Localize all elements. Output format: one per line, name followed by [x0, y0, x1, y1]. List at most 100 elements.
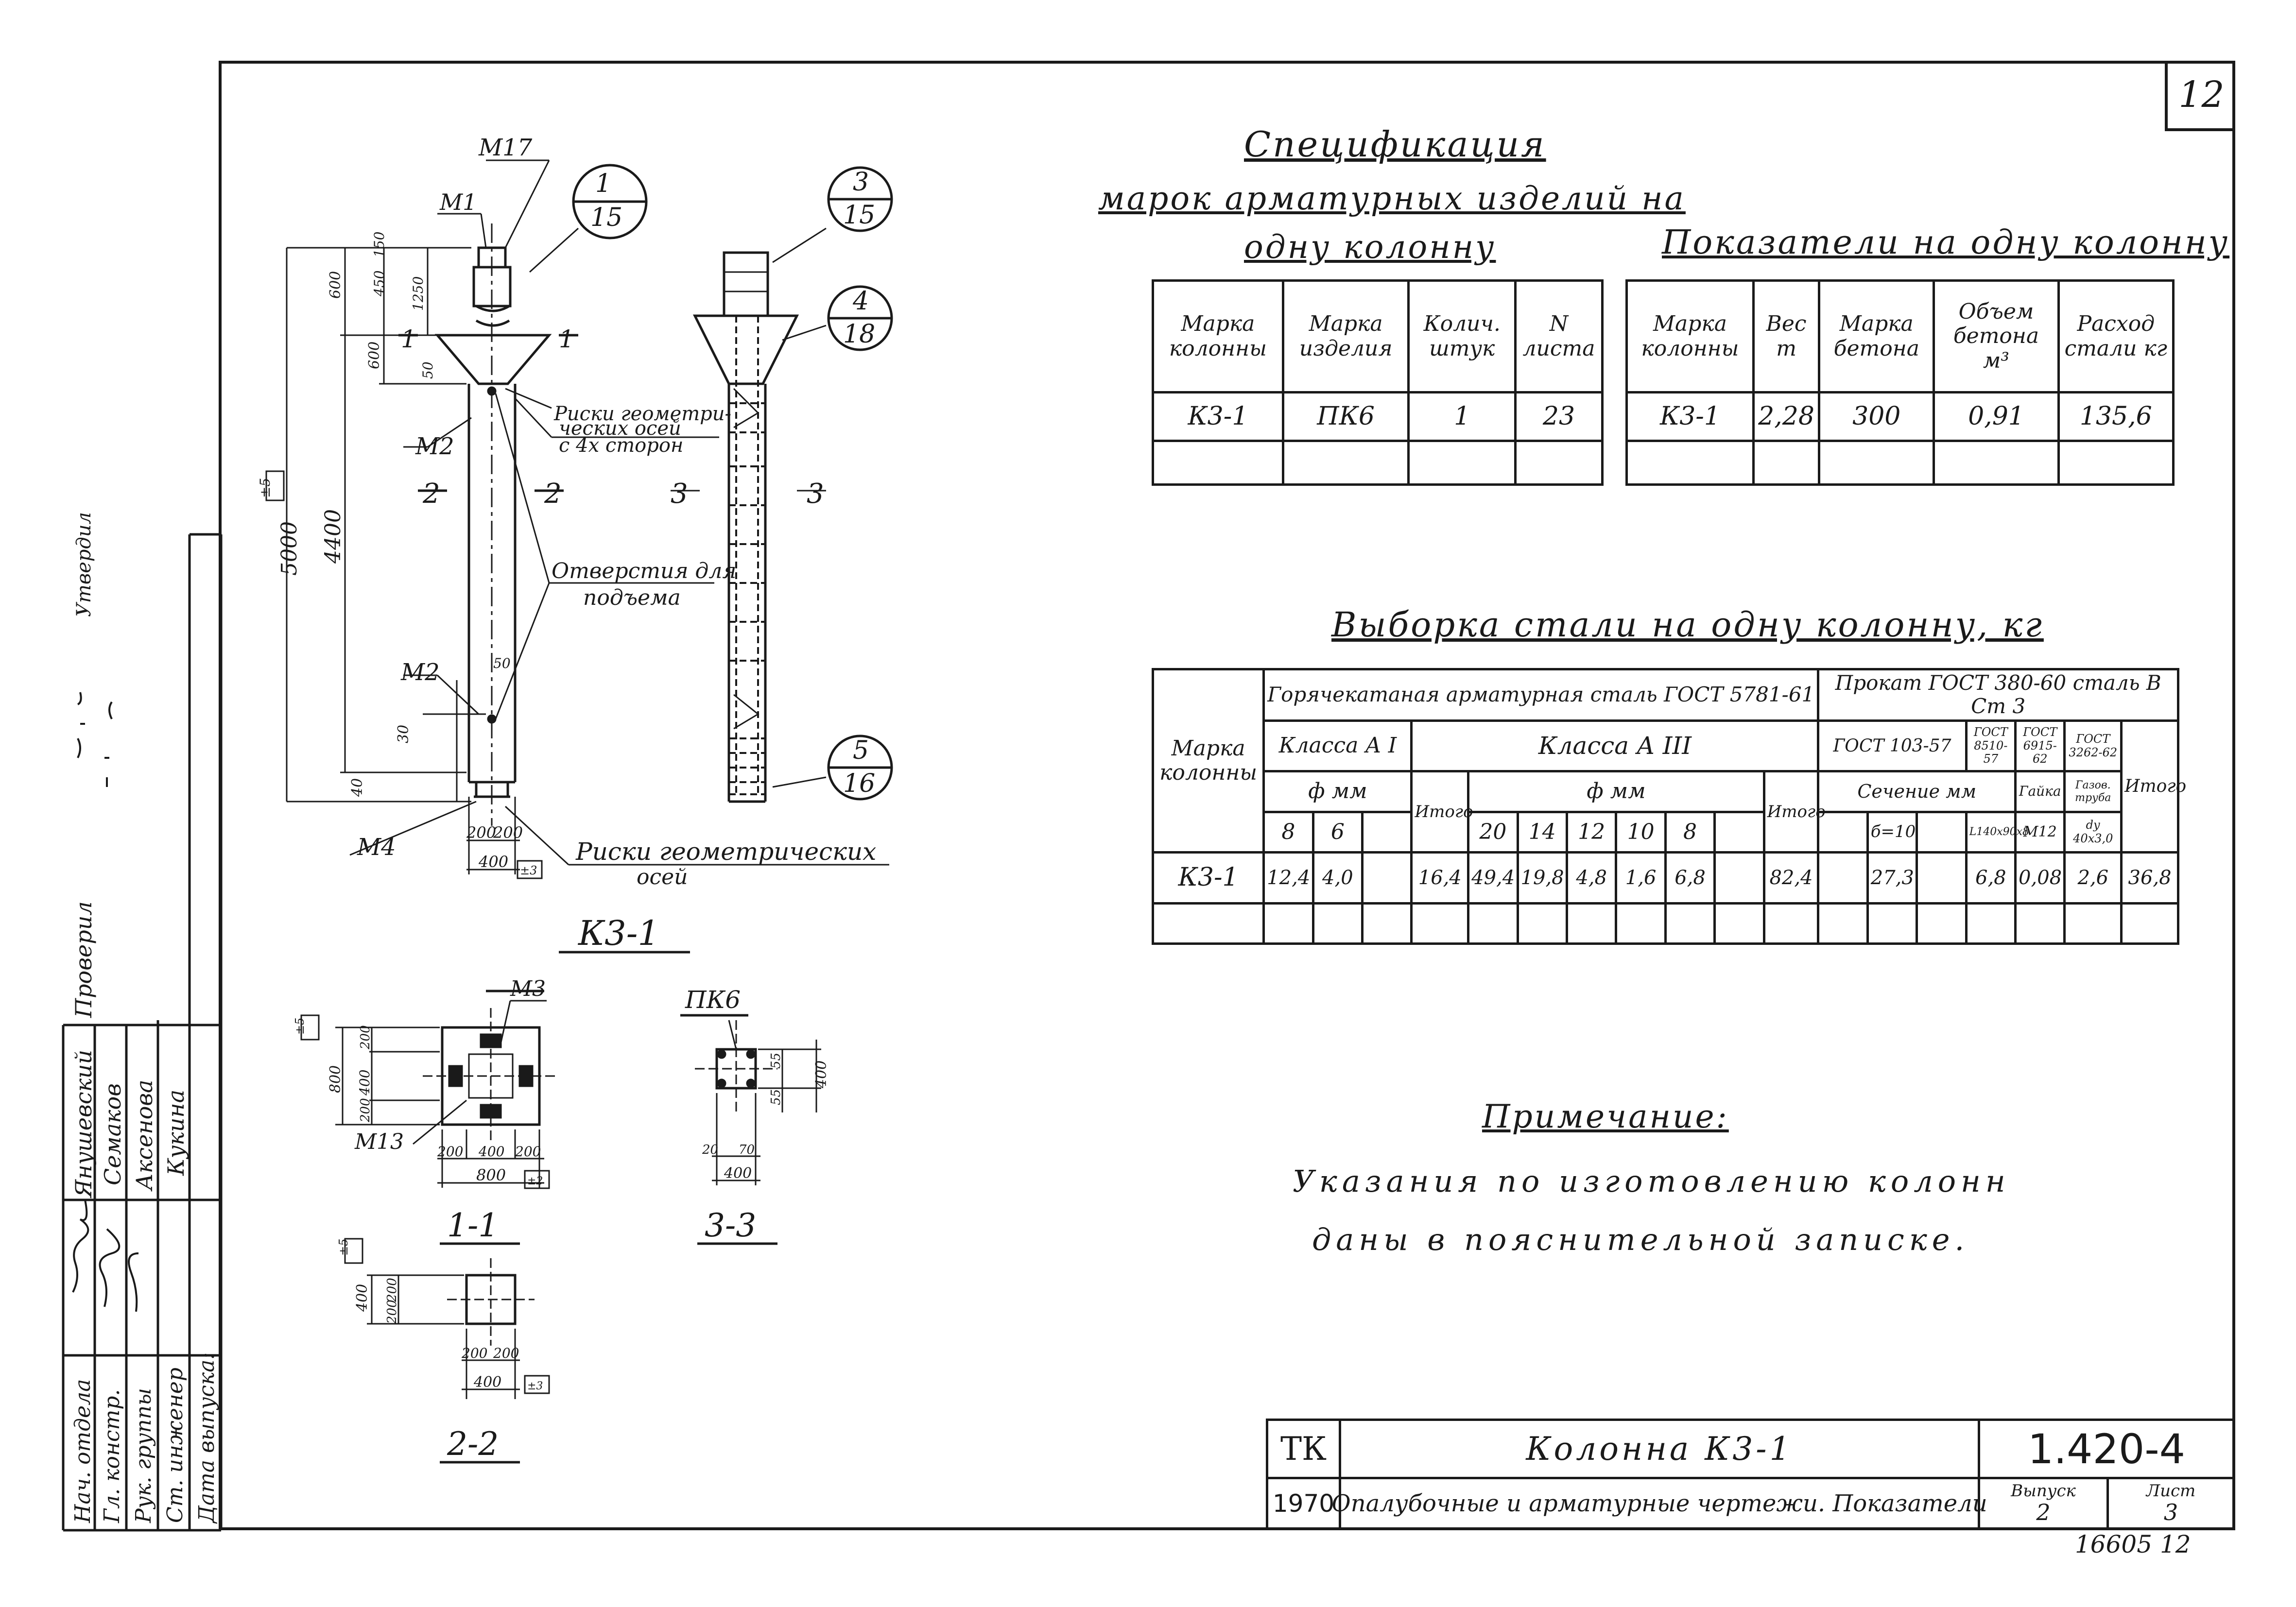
steel-cell: 27,3: [1866, 851, 1918, 905]
dim-1250: 1250: [410, 276, 426, 311]
s33-dim-55-bot: 55: [769, 1089, 783, 1105]
sig-role-2: Рук. группы: [131, 1388, 156, 1523]
label-m4: М4: [357, 834, 396, 861]
s22-dim-400-h: 400: [473, 1374, 501, 1391]
ref-1-bottom: 15: [590, 203, 622, 232]
ref-circle-3-15: [827, 166, 893, 232]
dim-40: 40: [349, 778, 366, 797]
ind-header: Марка колонны: [1625, 279, 1755, 393]
reinforcement-cage: [692, 251, 799, 803]
steel-pipe: Газов. труба: [2063, 770, 2123, 813]
steel-sub-pipe: dу 40х3,0: [2063, 810, 2123, 854]
steel-diam: 20: [1467, 810, 1519, 854]
s22-dim-200-v2: 200: [385, 1299, 399, 1324]
sig-role-3: Ст. инженер: [163, 1368, 188, 1523]
sheet-number: 12: [2165, 61, 2235, 131]
cut-label-2-right: 2: [544, 478, 562, 510]
dim-450: 450: [371, 271, 387, 297]
ind-cell: 135,6: [2057, 391, 2175, 442]
steel-diam: 8: [1262, 810, 1314, 854]
tb-issue-value: 2: [2036, 1499, 2051, 1526]
ind-header: Марка бетона: [1818, 279, 1935, 393]
indicators-table: Марка колонны Вес т Марка бетона Объем б…: [1625, 279, 2175, 486]
tb-issue-label: Выпуск: [2011, 1481, 2076, 1501]
steel-sub-m12: М12: [2014, 810, 2066, 854]
spec-table: Марка колонны Марка изделия Колич. штук …: [1152, 279, 1604, 486]
steel-nut: Гайка: [2014, 770, 2066, 813]
s22-tol-h: ±3: [527, 1380, 543, 1392]
spec-cell: 1: [1407, 391, 1517, 442]
dim-5000: 5000: [277, 521, 302, 576]
column-dimensions: [286, 247, 520, 874]
tb-name: Колонна К3-1: [1339, 1419, 1980, 1479]
s22-dim-200-v1: 200: [385, 1278, 399, 1302]
steel-total-rolled: Итого: [2120, 719, 2186, 854]
title-block: ТК Колонна К3-1 1.420-4 1970 Опалубочные…: [1266, 1419, 2235, 1530]
tb-code: 1.420-4: [1978, 1419, 2235, 1479]
ref-circle-4-18: [827, 285, 893, 351]
ind-cell: К3-1: [1625, 391, 1755, 442]
section-1-1-label: 1-1: [447, 1207, 499, 1244]
s22-dim-200-h1: 200: [461, 1345, 487, 1361]
label-risk2-b: осей: [637, 865, 688, 889]
section-3-3-dims: [712, 1020, 821, 1185]
tb-year: 1970: [1266, 1477, 1341, 1530]
s33-dim-70: 70: [739, 1143, 755, 1157]
sig-role-0: Нач. отдела: [70, 1379, 95, 1523]
dim-50-top: 50: [420, 361, 436, 379]
spec-cell: ПК6: [1281, 391, 1410, 442]
bottom-code: 16605 12: [2075, 1530, 2191, 1558]
dim-50-mid: 50: [493, 655, 511, 671]
s22-dim-400-v: 400: [354, 1284, 371, 1312]
ref-4-bottom: 18: [843, 320, 875, 349]
dim-4400: 4400: [321, 509, 345, 564]
dim-200-left: 200: [466, 823, 496, 842]
sig-role-4: Дата выпуска:: [194, 1352, 219, 1523]
label-risk1-c: с 4х сторон: [559, 434, 683, 457]
steel-cell: [1713, 851, 1765, 905]
label-risk1-a: Риски геометри-: [553, 403, 731, 425]
label-m3: М3: [510, 976, 546, 1001]
steel-cell: 2,6: [2063, 851, 2123, 905]
ind-cell: 300: [1818, 391, 1935, 442]
steel-cell: 0,08: [2014, 851, 2066, 905]
dim-150: 150: [371, 232, 387, 257]
s11-dim-200-v1: 200: [358, 1098, 373, 1123]
ind-header: Объем бетона м³: [1933, 279, 2060, 393]
steel-class-a1: Класса А I: [1262, 719, 1413, 773]
dim-200-right: 200: [493, 823, 523, 842]
ref-3-bottom: 15: [843, 201, 875, 230]
section-underlines: [440, 951, 777, 1464]
spec-cell: К3-1: [1152, 391, 1284, 442]
ind-cell: 2,28: [1752, 391, 1821, 442]
tb-subtitle: Опалубочные и арматурные чертежи. Показа…: [1331, 1477, 1987, 1530]
s11-dim-400-h: 400: [478, 1144, 504, 1160]
label-m2-top: М2: [415, 433, 454, 460]
dim-600-top: 600: [327, 271, 344, 299]
steel-row-mark: К3-1: [1151, 851, 1265, 905]
cut-label-1-left: 1: [401, 325, 416, 353]
ind-header: Расход стали кг: [2057, 279, 2175, 393]
spec-header: Марка изделия: [1281, 279, 1410, 393]
s11-dim-800-v: 800: [327, 1065, 344, 1093]
ind-cell: 0,91: [1933, 391, 2060, 442]
steel-title: Выборка стали на одну колонну, кг: [1331, 605, 2044, 645]
cut-label-3-right: 3: [807, 478, 824, 510]
section-2-2-dims: [367, 1274, 520, 1399]
cut-label-3-left: 3: [671, 478, 688, 510]
ref-1-top: 1: [595, 169, 611, 198]
s11-dim-400-v: 400: [357, 1070, 373, 1096]
tb-sheet-value: 3: [2163, 1499, 2178, 1526]
steel-cell: [1916, 851, 1968, 905]
ref-3-top: 3: [853, 168, 869, 197]
steel-col-mark: Марка колонны: [1151, 667, 1265, 854]
dim-600-mid: 600: [366, 342, 383, 369]
signature-scribbles: [72, 692, 139, 1312]
steel-cell: 4,0: [1312, 851, 1364, 905]
spec-title-line2: марок арматурных изделий на: [1098, 180, 1686, 217]
signature-grid: [62, 533, 223, 1532]
s11-dim-800-h: 800: [476, 1166, 506, 1184]
technical-drawing: М17 М1 М2 М2 М4 1 15 3 15 4 18 5 16 Риск…: [257, 134, 893, 1464]
s11-dim-200-h1: 200: [437, 1144, 463, 1160]
spec-title-line1: Спецификация: [1244, 124, 1546, 165]
